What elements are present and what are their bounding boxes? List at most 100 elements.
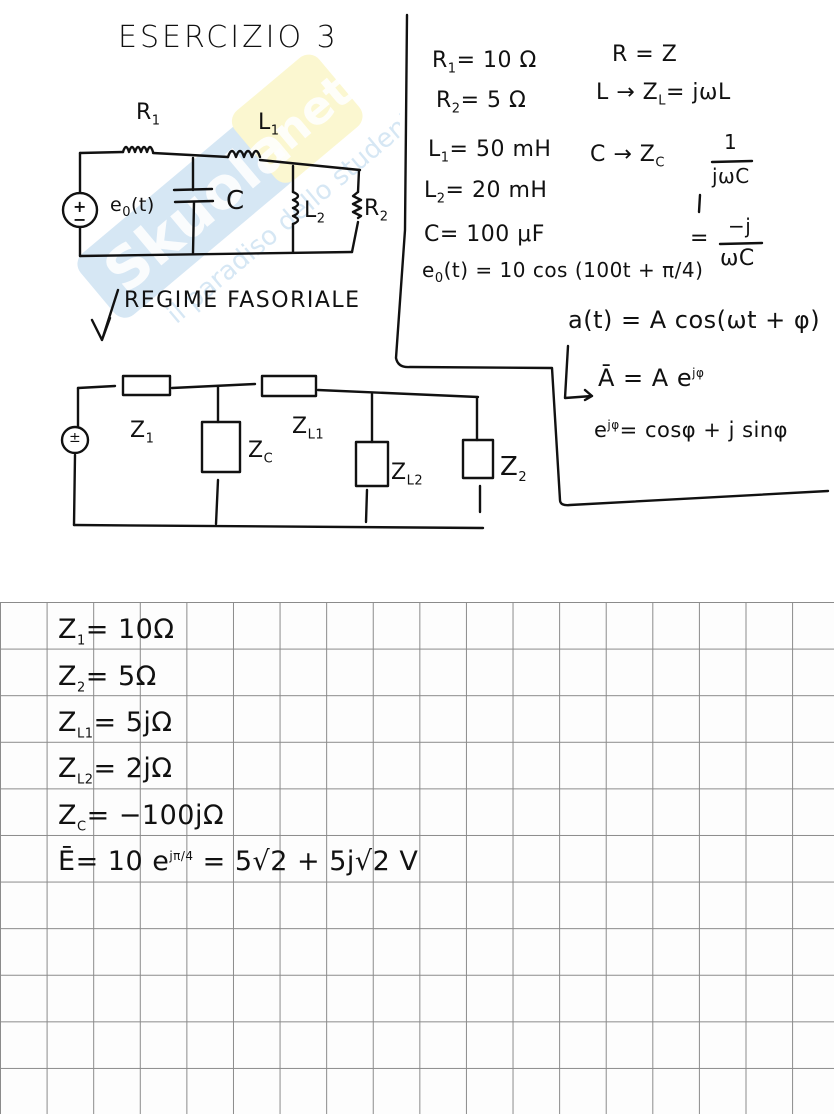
given-lhs: L — [424, 178, 437, 203]
label-r2-sub: 2 — [379, 209, 389, 225]
label-l2: L2 — [304, 198, 326, 226]
rule-sub: C — [655, 155, 665, 171]
given-value-source: e0(t) = 10 cos (100t + π/4) — [422, 258, 703, 286]
result-sub: L1 — [77, 726, 94, 742]
label-zl2-sub: L2 — [406, 473, 424, 489]
given-lhs: R — [436, 88, 452, 113]
rule-capacitor: C → ZC — [590, 142, 665, 170]
label-l2-text: L — [304, 198, 317, 223]
fraction-bar — [718, 241, 764, 246]
result-rhs: = 5Ω — [85, 661, 157, 692]
rule-inductor: L → ZL= jωL — [596, 80, 731, 108]
given-value-r2: R2= 5 Ω — [436, 88, 526, 116]
wire — [76, 384, 117, 390]
grid-paper — [0, 602, 834, 1114]
label-zc-text: Z — [248, 438, 264, 463]
given-value-c: C= 100 μF — [424, 222, 545, 250]
result-sub: C — [77, 819, 87, 835]
given-rhs: = 5 Ω — [460, 88, 527, 113]
result-sub: 2 — [77, 680, 86, 696]
phasor-source-sign: ± — [69, 430, 82, 446]
result-lhs: Ē — [58, 846, 76, 877]
wire — [356, 168, 361, 194]
given-rhs: = 50 mH — [449, 137, 552, 162]
euler-formula: ejφ= cosφ + j sinφ — [594, 418, 788, 442]
given-sub: 2 — [451, 101, 461, 117]
given-rhs: = 20 mH — [445, 178, 548, 203]
given-lhs: R — [432, 48, 448, 73]
phasor-circuit — [60, 374, 495, 530]
label-capacitor: C — [226, 186, 245, 216]
result-zl1: ZL1= 5jΩ — [58, 707, 173, 741]
result-sub: 1 — [77, 633, 86, 649]
result-rhs2: = 5√2 + 5j√2 V — [193, 846, 419, 877]
impedance-zc-box — [200, 420, 242, 474]
wire — [214, 478, 220, 526]
euler-sup: jφ — [607, 418, 620, 432]
inductor-l2-symbol — [291, 190, 300, 226]
phasor-definition: Ā = A ejφ — [598, 364, 704, 392]
wire — [316, 388, 480, 399]
wire — [258, 158, 362, 172]
given-lhs: e — [422, 258, 435, 282]
given-lhs: C — [424, 222, 440, 247]
rule-sub: L — [658, 93, 666, 109]
given-rhs: = 10 Ω — [456, 48, 537, 73]
result-rhs: = 10 e — [75, 846, 170, 877]
impedance-z1-box — [121, 374, 172, 397]
impedance-z2-box — [461, 438, 495, 480]
rule-capacitor2-numerator: −j — [728, 214, 752, 238]
given-lhs: L — [428, 137, 441, 162]
result-z1: Z1= 10Ω — [58, 614, 174, 648]
impedance-zl1-box — [260, 374, 318, 398]
regime-fasoriale-label: REGIME FASORIALE — [124, 288, 361, 313]
label-z1: Z1 — [130, 418, 154, 446]
result-rhs: = 5jΩ — [93, 707, 173, 738]
wire — [78, 250, 354, 258]
result-lhs: Z — [58, 753, 77, 784]
label-source: e0(t) — [110, 194, 155, 220]
label-z1-text: Z — [130, 418, 146, 443]
time-domain-circuit — [61, 145, 363, 258]
label-zl2: ZL2 — [391, 460, 423, 488]
result-z2: Z2= 5Ω — [58, 661, 157, 695]
given-value-l1: L1= 50 mH — [428, 137, 551, 165]
label-zl1: ZL1 — [292, 414, 324, 442]
label-l1: L1 — [258, 110, 280, 138]
label-zl2-text: Z — [391, 460, 407, 485]
label-zc-sub: C — [263, 451, 274, 467]
label-r1: R1 — [136, 100, 161, 128]
wire — [170, 382, 257, 390]
resistor-r2-symbol — [351, 190, 363, 220]
fraction-bar — [710, 159, 754, 164]
rule-lhs: L → Z — [596, 80, 659, 105]
result-lhs: Z — [58, 707, 77, 738]
wire — [191, 200, 196, 255]
rule-lhs: C → Z — [590, 142, 656, 167]
given-sub: 0 — [434, 271, 444, 286]
label-source-arg: (t) — [130, 194, 155, 216]
rule-rhs: = jωL — [666, 80, 731, 105]
result-e-phasor: Ē= 10 ejπ/4 = 5√2 + 5j√2 V — [58, 846, 418, 877]
label-z2-text: Z — [500, 452, 519, 482]
result-zc: ZC= −100jΩ — [58, 800, 224, 834]
given-sub: 1 — [447, 61, 457, 77]
wire — [72, 453, 77, 527]
wire — [350, 220, 360, 254]
result-lhs: Z — [58, 800, 77, 831]
bracket-line — [697, 193, 702, 214]
result-rhs: = 2jΩ — [93, 753, 173, 784]
euler-base: e — [594, 418, 608, 442]
inductor-l1-symbol — [226, 149, 262, 159]
page-title: ESERCIZIO 3 — [118, 20, 339, 55]
result-sub: L2 — [77, 772, 94, 788]
arrow-icon — [563, 344, 594, 402]
given-value-r1: R1= 10 Ω — [432, 48, 537, 76]
label-z2-sub: 2 — [518, 470, 528, 486]
label-z2: Z2 — [500, 452, 527, 485]
phasor-definition-text: Ā = A e — [598, 364, 693, 392]
given-rhs: = 100 μF — [439, 222, 545, 247]
rule-capacitor-denominator: jωC — [712, 164, 750, 188]
phasor-definition-sup: jφ — [692, 366, 705, 380]
